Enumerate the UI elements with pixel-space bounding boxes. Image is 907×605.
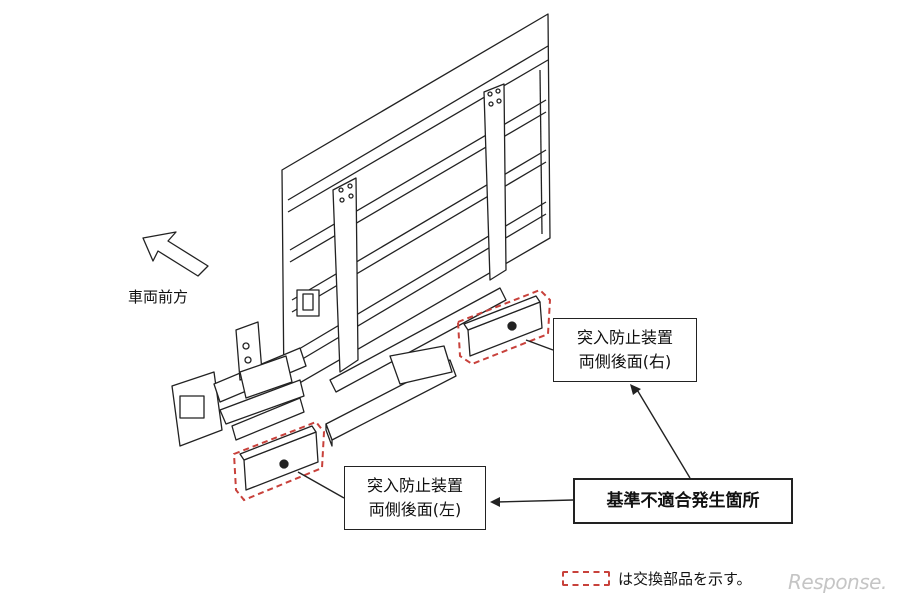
support-arm-right <box>483 83 507 281</box>
callout-left-line1: 突入防止装置 <box>366 476 463 495</box>
callout-right-line1: 突入防止装置 <box>576 328 673 347</box>
callout-nonconformity: 基準不適合発生箇所 <box>573 478 793 524</box>
support-arm-left <box>332 177 359 373</box>
legend-dashed-swatch <box>562 571 610 586</box>
cross-tube <box>329 287 507 393</box>
front-direction-arrow <box>142 231 209 277</box>
vehicle-front-label: 車両前方 <box>128 288 189 306</box>
legend: は交換部品を示す。 <box>562 568 752 589</box>
callout-main-text: 基準不適合発生箇所 <box>606 491 760 511</box>
highlight-right <box>456 288 552 366</box>
watermark-logo: Response. <box>788 570 887 594</box>
callout-left-guard: 突入防止装置 両側後面(左) <box>344 466 486 530</box>
callout-right-line2: 両側後面(右) <box>578 352 672 371</box>
highlight-left <box>232 420 326 502</box>
callout-left-line2: 両側後面(左) <box>368 500 462 519</box>
callout-right-guard: 突入防止装置 両側後面(右) <box>553 318 697 382</box>
legend-text: は交換部品を示す。 <box>618 570 752 588</box>
